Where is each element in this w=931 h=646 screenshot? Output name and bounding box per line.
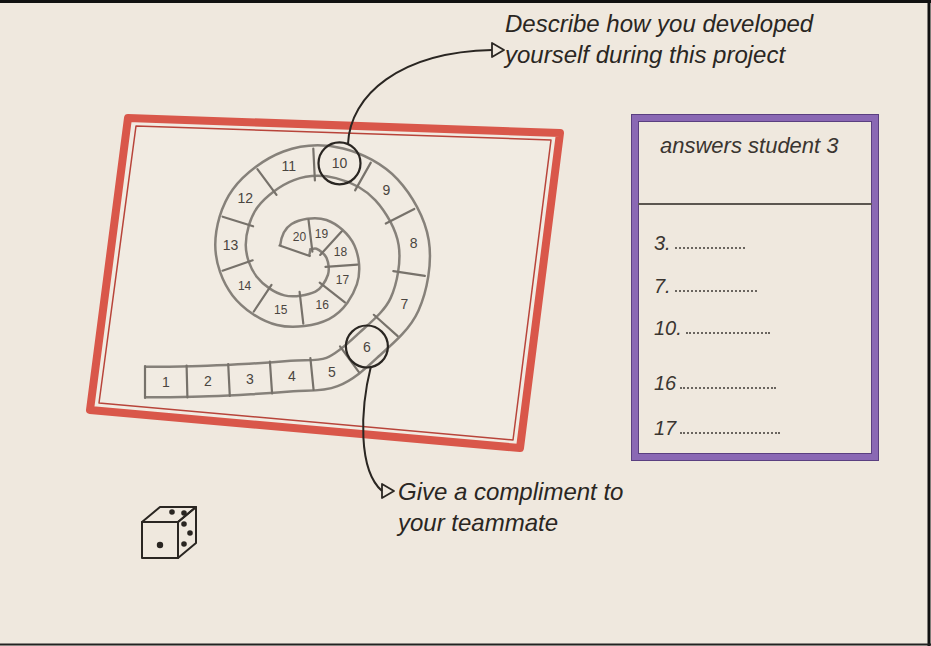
- callout-text: Describe how you developed yourself duri…: [505, 8, 867, 70]
- photo-edge: [0, 644, 931, 646]
- dice-dot: [182, 542, 186, 546]
- cell-divider: [144, 366, 146, 398]
- cell-number: 13: [223, 238, 239, 252]
- dice-dot: [182, 511, 186, 515]
- cell-number: 1: [162, 375, 170, 389]
- cell-divider: [186, 366, 189, 398]
- answer-number: 16: [654, 372, 676, 395]
- cell-divider: [374, 315, 398, 336]
- cell-number: 12: [237, 191, 253, 205]
- answer-number: 3.: [654, 232, 671, 255]
- callout-text: Give a compliment to your teammate: [398, 476, 626, 538]
- cell-number: 11: [281, 159, 296, 173]
- cell-number: 7: [401, 297, 409, 311]
- cell-divider: [300, 292, 304, 324]
- answers-card: answers student 3 3. 7. 10. 16 17: [632, 115, 878, 460]
- dice-symbol: [142, 507, 196, 558]
- photo-edge: [928, 0, 931, 646]
- cell-divider: [223, 260, 253, 270]
- cell-divider: [228, 364, 230, 396]
- cell-divider: [254, 285, 272, 312]
- cell-divider: [309, 220, 313, 252]
- answer-number: 7.: [654, 275, 671, 298]
- card-heading: answers student 3: [690, 131, 840, 160]
- cell-divider: [270, 362, 272, 394]
- cell-divider: [355, 163, 371, 191]
- answer-row: 17: [654, 410, 780, 440]
- leader-line: [348, 50, 492, 144]
- card-heading-area: answers student 3: [638, 121, 872, 205]
- dice-dot: [182, 522, 186, 526]
- cell-number: 10: [332, 156, 348, 170]
- cell-divider: [257, 169, 276, 195]
- answer-number: 10.: [654, 317, 682, 340]
- dotted-answer-line: [675, 290, 757, 292]
- leader-line: [363, 366, 382, 491]
- game-board: [90, 118, 560, 448]
- cell-number: 9: [382, 183, 390, 197]
- dice-dot: [158, 543, 162, 547]
- answer-row: 10.: [654, 310, 770, 340]
- cell-number: 18: [334, 246, 347, 258]
- cell-number: 8: [410, 236, 418, 250]
- cell-number: 17: [336, 274, 349, 286]
- answer-number: 17: [654, 417, 676, 440]
- answer-row: 16: [654, 365, 776, 395]
- cell-divider: [386, 209, 415, 224]
- cell-divider: [393, 271, 425, 276]
- dice-dot: [188, 531, 192, 535]
- cell-number: 3: [246, 372, 254, 386]
- dotted-answer-line: [675, 247, 745, 249]
- track-outline: [145, 161, 415, 382]
- answer-row: 3.: [654, 225, 745, 255]
- cell-number: 15: [274, 304, 287, 316]
- dotted-answer-line: [686, 332, 770, 334]
- cell-number: 4: [288, 369, 296, 383]
- spiral-track: [145, 149, 425, 398]
- cell-divider: [310, 358, 313, 390]
- cell-divider: [313, 149, 315, 181]
- photo-edge: [0, 0, 931, 3]
- arrow-head: [492, 43, 504, 57]
- arrow-head: [382, 484, 394, 498]
- highlight-circle: [346, 326, 388, 368]
- cell-number: 5: [328, 365, 336, 379]
- cell-number: 20: [293, 231, 306, 243]
- dice-face: [142, 522, 178, 558]
- dice-face: [178, 507, 196, 558]
- board-inner-line: [99, 126, 551, 440]
- track-inner: [145, 161, 415, 382]
- answer-row: 7.: [654, 268, 757, 298]
- cell-divider: [280, 246, 310, 257]
- cell-divider: [326, 265, 358, 267]
- cell-number: 2: [204, 374, 212, 388]
- cell-number: 19: [315, 228, 328, 240]
- dotted-answer-line: [680, 432, 780, 434]
- cell-divider: [223, 217, 254, 227]
- cell-number: 6: [363, 340, 371, 354]
- highlight-circle: [319, 142, 361, 184]
- cell-number: 16: [316, 299, 329, 311]
- cell-number: 14: [238, 280, 251, 292]
- dice-dot: [170, 510, 174, 514]
- dotted-answer-line: [680, 387, 776, 389]
